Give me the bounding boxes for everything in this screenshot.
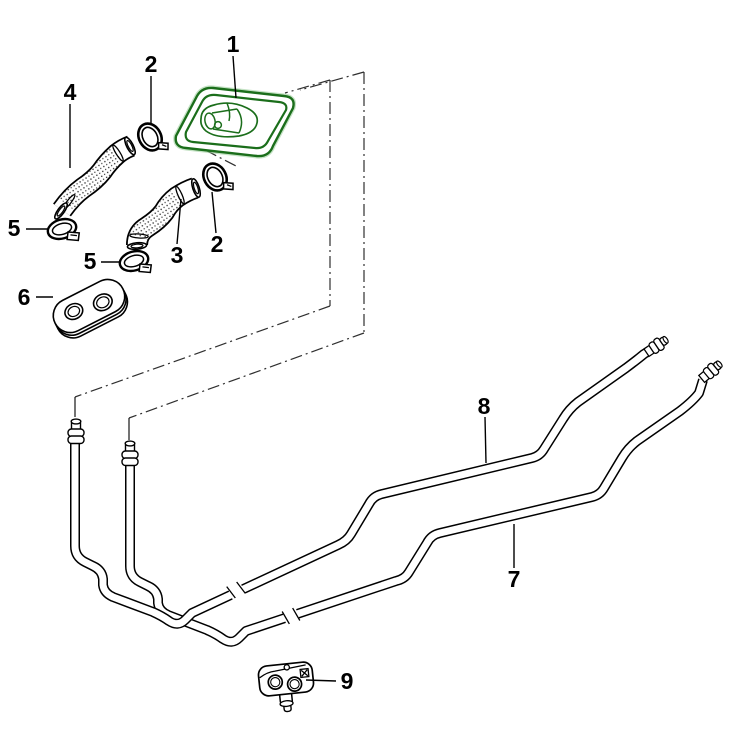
flange-gasket-part-6 bbox=[52, 278, 129, 339]
heater-hose-part-3 bbox=[126, 177, 202, 251]
heater-hose-part-4 bbox=[53, 135, 137, 220]
callout-label-8: 8 bbox=[478, 393, 491, 419]
pipe-clamp-bracket-part-9 bbox=[257, 661, 315, 713]
leader-line-3 bbox=[176, 198, 182, 245]
callout-label-5-left: 5 bbox=[8, 215, 21, 241]
hose-clamp-part-2-upper bbox=[136, 122, 169, 152]
phantom-inner-bottom-edge bbox=[74, 305, 331, 398]
callout-label-9: 9 bbox=[341, 668, 354, 694]
leader-line-9 bbox=[305, 679, 337, 682]
callout-labels: 1 2 4 5 5 3 2 6 8 7 9 bbox=[8, 31, 521, 694]
callout-label-4: 4 bbox=[64, 79, 77, 105]
phantom-inner-top-edge bbox=[284, 79, 331, 94]
pipe-7-outlet-fitting bbox=[697, 360, 723, 384]
heater-valve-detail bbox=[200, 102, 259, 138]
pipe-8-outlet-fitting bbox=[643, 335, 669, 358]
hose-clamp-part-2-lower bbox=[201, 162, 234, 192]
phantom-outer-top-edge bbox=[299, 71, 365, 91]
callout-label-6: 6 bbox=[18, 284, 31, 310]
hose-clamp-part-5-left bbox=[46, 217, 81, 242]
leader-line-2-lower bbox=[211, 191, 217, 234]
callout-label-1: 1 bbox=[227, 31, 240, 57]
leader-line-1 bbox=[232, 55, 237, 99]
leader-line-8 bbox=[484, 416, 487, 464]
water-pipe-8 bbox=[70, 346, 652, 629]
callout-label-2-upper: 2 bbox=[145, 51, 158, 77]
pipe-break-gap bbox=[225, 578, 247, 602]
leader-lines bbox=[26, 55, 515, 682]
phantom-outer-bottom-edge bbox=[128, 332, 365, 419]
callout-label-7: 7 bbox=[508, 566, 521, 592]
callout-label-5-right: 5 bbox=[84, 248, 97, 274]
water-pipe-7 bbox=[125, 378, 708, 647]
heater-seal-part-1-highlighted bbox=[173, 85, 297, 159]
pipe-8-inlet-fitting bbox=[67, 418, 85, 445]
pipe-7-inlet-fitting bbox=[121, 440, 139, 467]
pipe-break-gap bbox=[281, 605, 301, 627]
callout-label-2-lower: 2 bbox=[211, 231, 224, 257]
callout-label-3: 3 bbox=[171, 242, 184, 268]
hose-clamp-part-5-right bbox=[118, 249, 153, 274]
bracket-screw-detail bbox=[299, 667, 310, 679]
